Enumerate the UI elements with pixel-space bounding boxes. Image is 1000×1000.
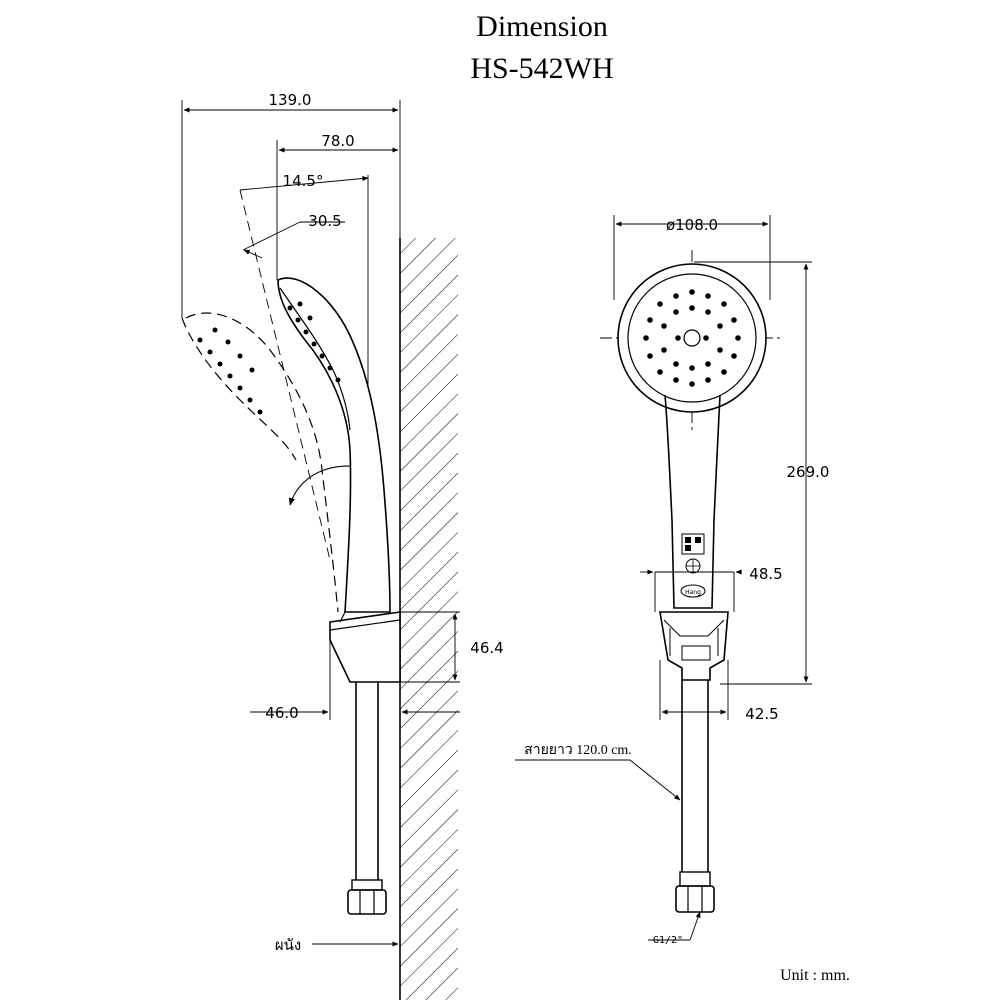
hose-nut-front bbox=[675, 885, 715, 913]
center-nozzle bbox=[683, 329, 701, 347]
shower-head-side bbox=[277, 277, 391, 613]
dim-holder-height: 46.4 bbox=[470, 639, 503, 657]
side-view bbox=[181, 100, 460, 1000]
handle-front bbox=[664, 394, 721, 609]
front-nozzles bbox=[643, 289, 741, 387]
shower-head-front bbox=[617, 263, 767, 413]
front-view bbox=[515, 215, 812, 941]
dim-overall-depth: 139.0 bbox=[269, 91, 312, 109]
tilted-nozzles bbox=[197, 327, 263, 415]
dim-total-length: 269.0 bbox=[787, 463, 830, 481]
tilted-head-outline bbox=[185, 312, 339, 613]
brand-label: Hang bbox=[685, 589, 701, 596]
dim-angle: 14.5° bbox=[283, 172, 324, 190]
wall-hatch bbox=[400, 238, 458, 1000]
holder-side bbox=[329, 611, 401, 683]
wall-label: ผนัง bbox=[275, 936, 301, 954]
side-nozzles bbox=[287, 301, 341, 383]
dim-handle-width: 48.5 bbox=[749, 565, 782, 583]
dim-head-thickness: 30.5 bbox=[308, 212, 341, 230]
dim-holder-depth: 46.0 bbox=[265, 704, 298, 722]
hose-length: สายยาว 120.0 cm. bbox=[524, 743, 632, 758]
model-number: HS-542WH bbox=[470, 52, 613, 85]
thread-size: G1/2" bbox=[653, 935, 683, 946]
title: Dimension bbox=[476, 10, 608, 43]
unit-label: Unit : mm. bbox=[780, 967, 850, 984]
brand-logo bbox=[680, 584, 706, 598]
dim-head-offset: 78.0 bbox=[321, 132, 354, 150]
dim-head-diameter: ø108.0 bbox=[666, 216, 718, 234]
hose-nut-side bbox=[347, 889, 387, 915]
dim-holder-width: 42.5 bbox=[745, 705, 778, 723]
